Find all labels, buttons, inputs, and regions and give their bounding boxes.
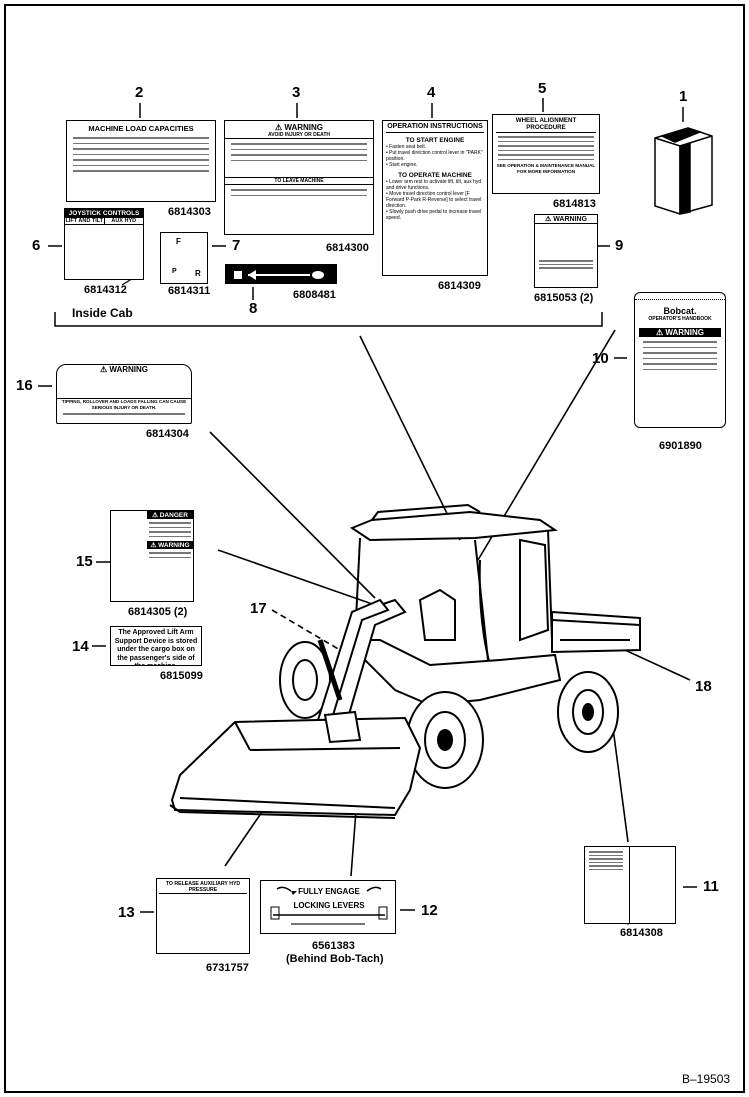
decal-16-sub: TIPPING, ROLLOVER AND LOADS FALLING CAN … bbox=[57, 398, 191, 411]
decal-6-col1: LIFT AND TILT bbox=[65, 218, 105, 224]
callout-leaders bbox=[38, 98, 697, 913]
decal-13-aux-hyd-pressure: TO RELEASE AUXILIARY HYD PRESSURE bbox=[156, 878, 250, 954]
decal-4-start-step-1: • Fasten seat belt. bbox=[386, 144, 427, 150]
decal-2-load-capacities: MACHINE LOAD CAPACITIES bbox=[66, 120, 216, 202]
callout-18: 18 bbox=[695, 678, 712, 695]
decal-5-wheel-alignment: WHEEL ALIGNMENT PROCEDURE SEE OPERATION … bbox=[492, 114, 600, 194]
decal-6-title: JOYSTICK CONTROLS bbox=[65, 209, 143, 218]
callout-3: 3 bbox=[292, 84, 301, 101]
decal-6-part: 6814312 bbox=[84, 284, 127, 296]
decal-9-part: 6815053 (2) bbox=[534, 292, 594, 304]
decal-6-joystick-controls: JOYSTICK CONTROLS LIFT AND TILT AUX HYD bbox=[64, 208, 144, 280]
decal-4-operate-step-1: • Lower arm rest to activate lift, tilt,… bbox=[386, 179, 482, 191]
decal-16-part: 6814304 bbox=[146, 428, 189, 440]
decal-4-start-step-2: • Put travel direction control lever in … bbox=[386, 150, 483, 162]
decal-9-warning: ⚠ WARNING bbox=[534, 214, 598, 288]
decal-5-footer: SEE OPERATION & MAINTENANCE MANUAL FOR M… bbox=[496, 163, 596, 174]
decal-3-sub: AVOID INJURY OR DEATH bbox=[225, 132, 373, 139]
decal-12-line1: FULLY ENGAGE bbox=[298, 887, 360, 896]
decal-14-support-device: The Approved Lift Arm Support Device is … bbox=[110, 626, 202, 666]
decal-4-operate-step-3: • Slowly push drive pedal to increase tr… bbox=[386, 209, 482, 221]
callout-10: 10 bbox=[592, 350, 609, 367]
decal-11-instructions bbox=[584, 846, 676, 924]
decal-16-tipping-warning: ⚠ WARNING TIPPING, ROLLOVER AND LOADS FA… bbox=[56, 364, 192, 424]
decal-3-warning: ⚠ WARNING AVOID INJURY OR DEATH TO LEAVE… bbox=[224, 120, 374, 235]
decal-14-part: 6815099 bbox=[160, 670, 203, 682]
callout-7: 7 bbox=[232, 237, 241, 254]
decal-12-levers-art bbox=[270, 886, 388, 920]
decal-10-sub: OPERATOR'S HANDBOOK bbox=[648, 316, 712, 322]
decal-7-travel-direction: F P R bbox=[160, 232, 208, 284]
decal-16-header: ⚠ WARNING bbox=[99, 365, 149, 374]
utility-vehicle-illustration bbox=[169, 503, 641, 819]
callout-4: 4 bbox=[427, 84, 436, 101]
decal-12-part: 6561383 bbox=[312, 940, 355, 952]
decal-13-part: 6731757 bbox=[206, 962, 249, 974]
decal-5-title: WHEEL ALIGNMENT PROCEDURE bbox=[496, 117, 596, 133]
callout-11: 11 bbox=[703, 878, 719, 895]
decal-15-danger-warning: ⚠ DANGER ⚠ WARNING bbox=[110, 510, 194, 602]
callout-13: 13 bbox=[118, 904, 135, 921]
decal-7-part: 6814311 bbox=[168, 285, 211, 297]
decal-12-line2: LOCKING LEVERS bbox=[293, 901, 365, 910]
decal-4-operate-step-2: • Move travel direction control lever [F… bbox=[386, 191, 482, 209]
callout-17: 17 bbox=[250, 600, 267, 617]
decal-8-speed-range bbox=[225, 264, 337, 284]
decal-4-operate-title: TO OPERATE MACHINE bbox=[398, 172, 472, 179]
callout-5: 5 bbox=[538, 80, 547, 97]
decal-15-header1: ⚠ DANGER bbox=[147, 511, 193, 519]
decal-9-header: ⚠ WARNING bbox=[535, 215, 597, 224]
inside-cab-label: Inside Cab bbox=[72, 306, 133, 320]
decal-12-note: (Behind Bob-Tach) bbox=[286, 953, 384, 965]
callout-16: 16 bbox=[16, 377, 33, 394]
decal-7-label-r: R bbox=[195, 269, 201, 278]
decal-1-box-illustration bbox=[654, 127, 713, 215]
decal-15-header2: ⚠ WARNING bbox=[147, 541, 193, 549]
callout-6: 6 bbox=[32, 237, 41, 254]
decal-15-part: 6814305 (2) bbox=[128, 606, 188, 618]
decal-4-operation-instructions: OPERATION INSTRUCTIONS TO START ENGINE •… bbox=[382, 120, 488, 276]
decal-11-part: 6814308 bbox=[620, 927, 663, 939]
decal-4-part: 6814309 bbox=[438, 280, 481, 292]
decal-10-header: ⚠ WARNING bbox=[639, 328, 721, 337]
decal-10-brand: Bobcat. bbox=[663, 306, 697, 316]
decal-5-part: 6814813 bbox=[553, 198, 596, 210]
decal-4-start-title: TO START ENGINE bbox=[405, 137, 465, 144]
decal-6-col2: AUX HYD bbox=[111, 218, 137, 224]
decal-4-start-step-3: • Start engine. bbox=[386, 162, 418, 168]
callout-15: 15 bbox=[76, 553, 93, 570]
decal-13-title: TO RELEASE AUXILIARY HYD PRESSURE bbox=[159, 881, 247, 894]
decal-8-part: 6808481 bbox=[293, 289, 336, 301]
decal-7-label-f: F bbox=[176, 237, 181, 246]
inside-cab-bracket bbox=[54, 312, 603, 327]
decal-3-part: 6814300 bbox=[326, 242, 369, 254]
decal-14-text: The Approved Lift Arm Support Device is … bbox=[114, 629, 198, 665]
callout-12: 12 bbox=[421, 902, 438, 919]
decal-10-operators-handbook: Bobcat. OPERATOR'S HANDBOOK ⚠ WARNING bbox=[634, 292, 726, 428]
page-frame bbox=[4, 4, 745, 1093]
callout-8: 8 bbox=[249, 300, 258, 317]
decal-10-part: 6901890 bbox=[659, 440, 702, 452]
decal-12-locking-levers: FULLY ENGAGE LOCKING LEVERS bbox=[260, 880, 396, 934]
decal-3-leave-title: TO LEAVE MACHINE bbox=[225, 177, 373, 185]
figure-id: B–19503 bbox=[682, 1072, 731, 1086]
decal-2-title: MACHINE LOAD CAPACITIES bbox=[88, 124, 194, 133]
callout-9: 9 bbox=[615, 237, 624, 254]
decal-3-header: ⚠ WARNING bbox=[274, 123, 324, 132]
decal-4-title: OPERATION INSTRUCTIONS bbox=[386, 123, 484, 133]
callout-1: 1 bbox=[679, 88, 688, 105]
decal-2-part: 6814303 bbox=[168, 206, 211, 218]
callout-14: 14 bbox=[72, 638, 89, 655]
callout-2: 2 bbox=[135, 84, 144, 101]
decal-8-arrow bbox=[234, 270, 324, 280]
decal-7-label-p: P bbox=[172, 268, 177, 275]
